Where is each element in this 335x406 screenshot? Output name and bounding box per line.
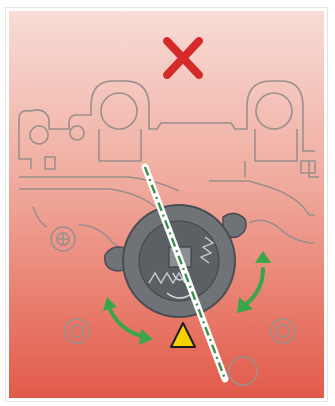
timing-alignment-diagram [9, 11, 324, 398]
diagram-background [9, 11, 324, 398]
diagram-frame [6, 8, 327, 401]
